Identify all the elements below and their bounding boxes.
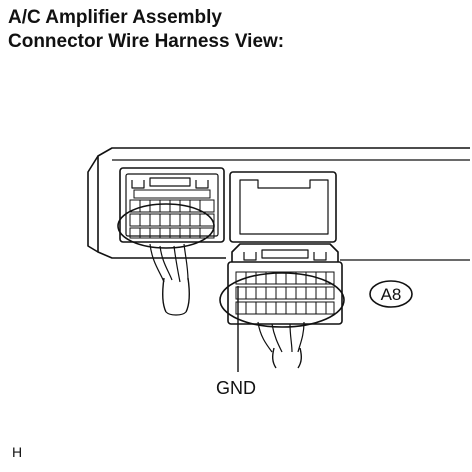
- a8-pin-grid: [235, 271, 335, 315]
- upper-right-connector: [229, 171, 337, 243]
- connector-id-label: A8: [381, 285, 402, 304]
- title-line-2: Connector Wire Harness View:: [8, 31, 285, 52]
- upper-wire-bundle: [161, 277, 191, 313]
- gnd-label: GND: [216, 378, 256, 398]
- a8-wire-bundle: [271, 347, 303, 369]
- title-line-1: A/C Amplifier Assembly: [8, 7, 222, 28]
- figure-code: H: [12, 444, 23, 460]
- upper-left-connector: [119, 167, 225, 243]
- upper-pin-grid: [129, 189, 215, 239]
- amplifier-housing: [97, 147, 470, 259]
- a8-harness-callout: [219, 272, 345, 328]
- diagram-title: A/C Amplifier Assembly Connector Wire Ha…: [8, 6, 284, 54]
- a8-badge: A8: [369, 280, 413, 308]
